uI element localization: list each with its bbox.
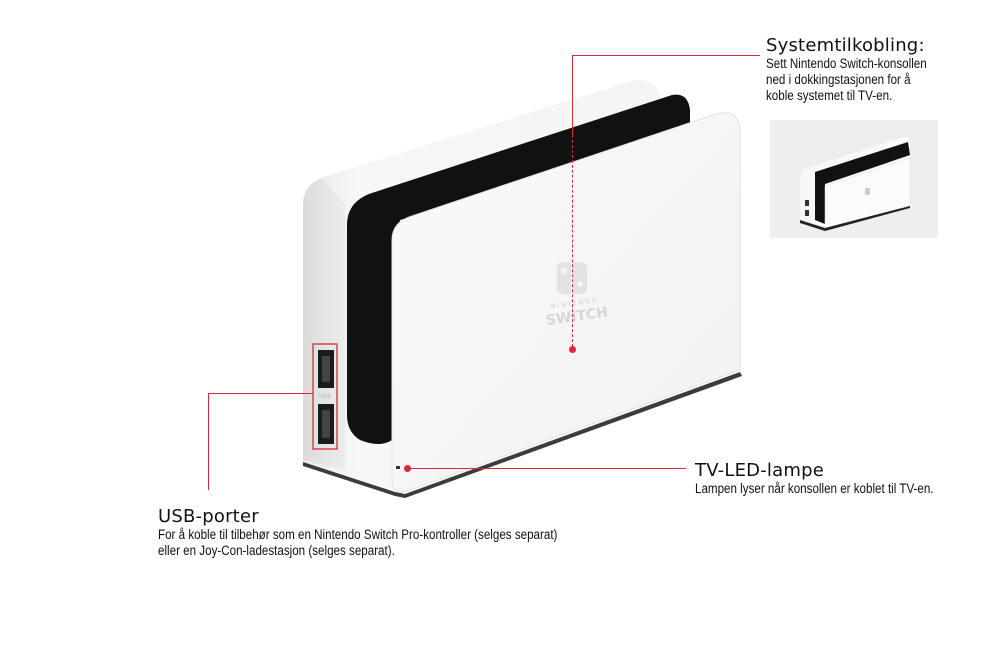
usb-highlight-box	[312, 343, 338, 450]
usb-label: USB	[319, 393, 331, 400]
docked-thumbnail-illustration	[800, 137, 911, 231]
callout-usb-line-1: For å koble til tilbehør som en Nintendo…	[158, 527, 558, 542]
dock-slot	[347, 94, 690, 445]
usb-callout-line-h	[208, 393, 313, 394]
led-callout-line	[408, 468, 686, 469]
callout-system-line-3: koble systemet til TV-en.	[766, 88, 893, 103]
system-callout-line-v	[572, 55, 573, 135]
usb-callout-line-v	[208, 393, 209, 490]
callout-system-line-2: ned i dokkingstasjonen for å	[766, 72, 911, 87]
dock-front-panel	[391, 112, 741, 493]
tv-led-indicator	[396, 466, 400, 469]
system-callout-line-dashed	[572, 135, 573, 347]
callout-usb: USB-porter For å koble til tilbehør som …	[158, 507, 622, 559]
led-callout-dot	[404, 465, 411, 472]
callout-led-line-1: Lampen lyser når konsollen er koblet til…	[695, 481, 934, 496]
callout-led-title: TV-LED-lampe	[695, 460, 824, 481]
callout-system-title: Systemtilkobling:	[766, 35, 925, 56]
system-callout-line-h	[572, 55, 760, 56]
callout-usb-line-2: eller en Joy-Con-ladestasjon (selges sep…	[158, 543, 395, 558]
callout-system: Systemtilkobling: Sett Nintendo Switch-k…	[766, 36, 953, 104]
callout-led: TV-LED-lampe Lampen lyser når konsollen …	[695, 461, 972, 497]
docked-thumbnail	[770, 120, 938, 238]
callout-system-line-1: Sett Nintendo Switch-konsollen	[766, 56, 927, 71]
callout-usb-title: USB-porter	[158, 506, 259, 527]
system-callout-dot	[569, 346, 576, 353]
